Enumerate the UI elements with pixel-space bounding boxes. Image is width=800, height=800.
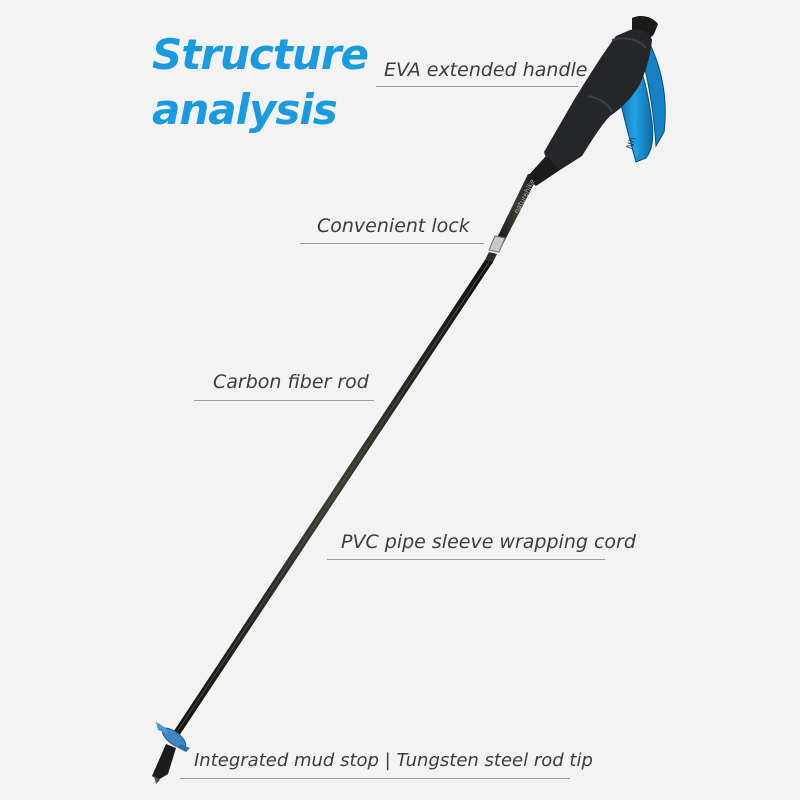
leader-line-rod [194,400,374,401]
leader-line-handle [376,86,578,87]
callout-rod: Carbon fiber rod [213,371,369,393]
callout-sleeve: PVC pipe sleeve wrapping cord [341,531,636,553]
title-line-1: Structure [152,30,369,79]
leader-line-lock [300,243,484,244]
svg-text:Nh: Nh [625,136,639,151]
callout-lock: Convenient lock [317,215,470,237]
lock-ring [484,235,506,264]
upper-shaft: naturehike [494,174,538,246]
callout-handle: EVA extended handle [384,59,588,81]
leader-line-sleeve [327,559,605,560]
title-line-2: analysis [152,85,338,134]
carbon-rod [168,260,493,742]
callout-tip: Integrated mud stop | Tungsten steel rod… [194,750,593,771]
mud-stop-basket [156,722,190,752]
leader-line-tip [180,778,570,779]
tungsten-tip [152,744,176,784]
